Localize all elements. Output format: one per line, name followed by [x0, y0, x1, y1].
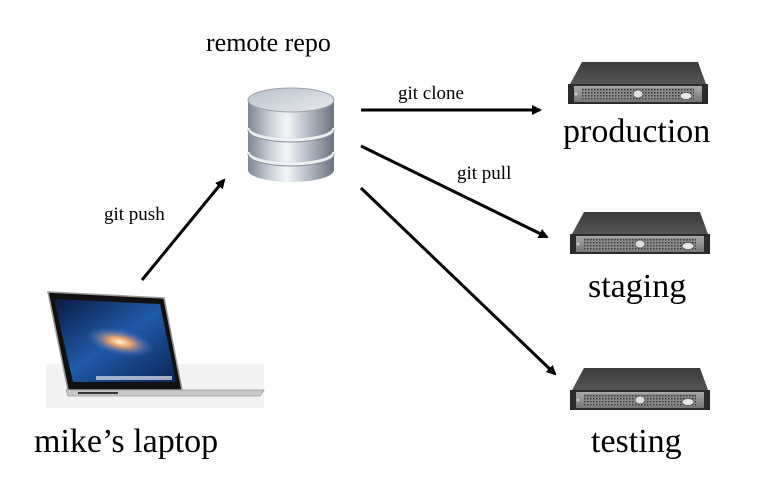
edge-label-git-pull: git pull — [457, 163, 512, 184]
laptop-label: mike’s laptop — [34, 423, 219, 460]
edge-label-git-push: git push — [104, 204, 165, 225]
edge-git-push — [140, 178, 226, 281]
edge-testing — [359, 186, 557, 376]
production-label: production — [563, 113, 711, 150]
laptop-icon — [46, 291, 265, 408]
edge-git-pull — [360, 144, 549, 239]
remote-repo-label: remote repo — [206, 28, 331, 57]
server-icon-staging — [569, 211, 711, 255]
staging-label: staging — [588, 268, 687, 305]
server-icon-testing — [569, 367, 711, 411]
server-icon-production — [567, 61, 709, 105]
edge-label-git-clone: git clone — [398, 83, 464, 104]
testing-label: testing — [591, 423, 682, 460]
database-icon — [246, 87, 336, 182]
